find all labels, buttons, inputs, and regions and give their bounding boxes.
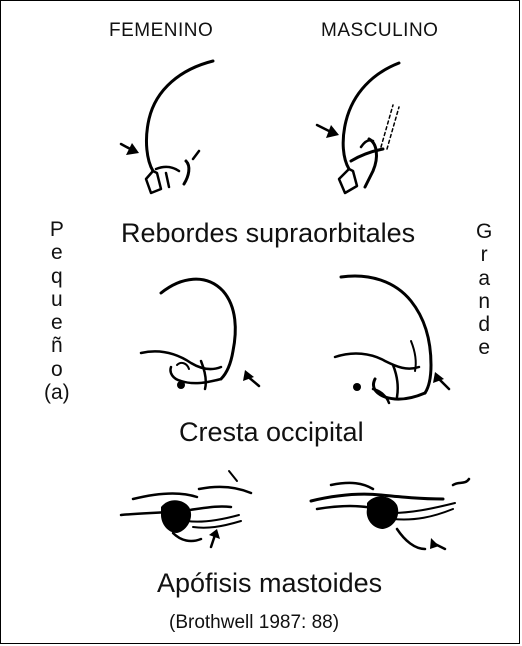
scale-small-letter: u xyxy=(51,288,63,311)
citation: (Brothwell 1987: 88) xyxy=(169,613,339,632)
female-header: FEMENINO xyxy=(109,21,213,40)
scale-large-letter: n xyxy=(478,290,490,313)
male-header: MASCULINO xyxy=(321,21,438,40)
scale-small-letter: (a) xyxy=(44,381,70,404)
female-occipital-sketch xyxy=(141,279,259,389)
scale-large-label: G r a n d e xyxy=(476,220,492,360)
mastoid-caption: Apófisis mastoides xyxy=(157,570,382,597)
female-supraorbital-sketch xyxy=(121,61,213,193)
scale-large-letter: G xyxy=(476,220,492,243)
scale-small-letter: e xyxy=(51,311,63,334)
scale-large-letter: r xyxy=(481,243,488,266)
male-supraorbital-sketch xyxy=(317,63,399,193)
scale-small-label: P e q u e ñ o (a) xyxy=(44,218,70,404)
scale-small-letter: q xyxy=(51,265,63,288)
scale-small-letter: ñ xyxy=(51,334,63,357)
scale-large-letter: e xyxy=(478,336,490,359)
occipital-caption: Cresta occipital xyxy=(179,419,364,446)
scale-large-letter: d xyxy=(478,313,490,336)
supraorbital-caption: Rebordes supraorbitales xyxy=(121,220,415,247)
female-mastoid-sketch xyxy=(121,471,251,547)
scale-small-letter: P xyxy=(50,218,64,241)
male-mastoid-sketch xyxy=(311,479,469,549)
male-occipital-sketch xyxy=(335,276,449,403)
scale-small-letter: e xyxy=(51,241,63,264)
scale-small-letter: o xyxy=(51,358,63,381)
scale-large-letter: a xyxy=(478,267,490,290)
